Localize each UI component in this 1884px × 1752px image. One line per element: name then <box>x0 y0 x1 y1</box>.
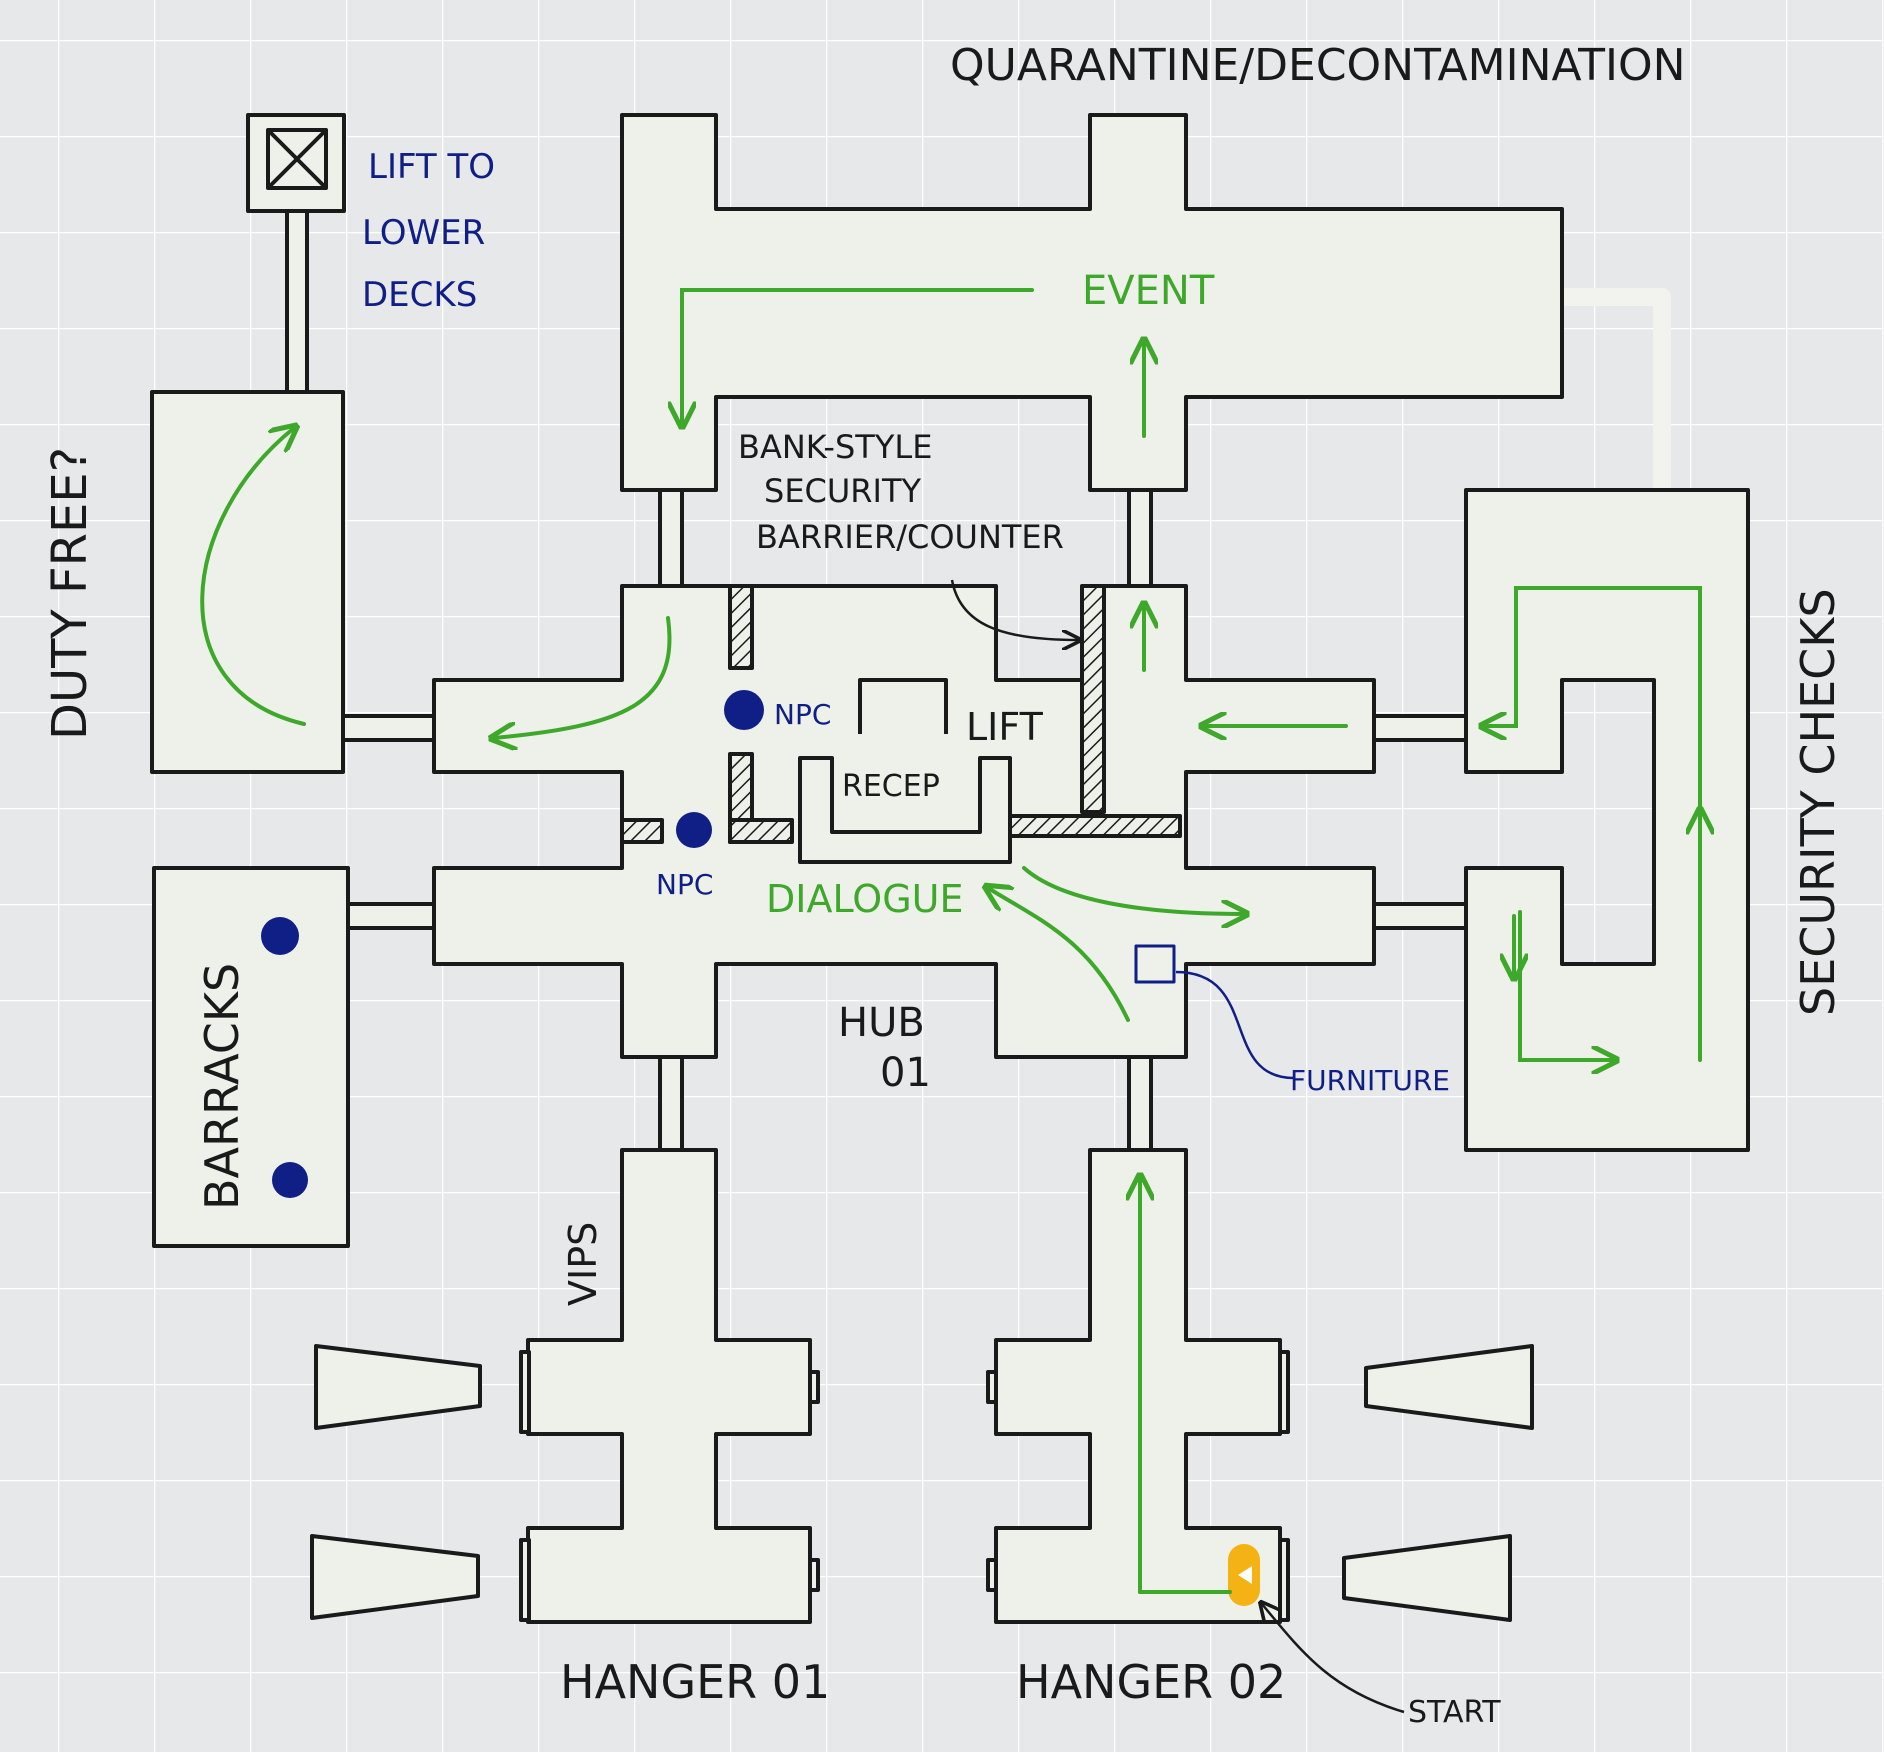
label-security-checks: SECURITY CHECKS <box>1791 588 1845 1016</box>
label-lift-lower-decks: LOWER <box>362 213 485 253</box>
furniture-icon <box>1134 944 1176 984</box>
room-barracks <box>152 866 350 1248</box>
corridor-security-bottom <box>1369 902 1470 930</box>
label-npc: NPC <box>774 698 831 731</box>
label-duty-free: DUTY FREE? <box>42 447 98 740</box>
label-bank-security: BARRIER/COUNTER <box>756 518 1064 556</box>
reception-desk <box>798 756 1012 864</box>
path-arrow <box>988 888 1130 1022</box>
hanger-01-door-1 <box>519 1350 531 1434</box>
corridor-barracks <box>343 902 436 930</box>
corridor-quarantine-right <box>1127 488 1153 592</box>
label-hanger-02: HANGER 02 <box>1016 1655 1286 1709</box>
lift-shaft <box>858 678 948 734</box>
path-arrow <box>200 428 306 726</box>
label-npc: NPC <box>656 868 713 901</box>
corridor-quarantine-left <box>658 488 684 592</box>
label-hanger-01: HANGER 01 <box>560 1655 830 1709</box>
label-bank-security: SECURITY <box>764 472 922 510</box>
leader-line <box>1262 1604 1405 1714</box>
start-direction-icon <box>1238 1566 1252 1584</box>
faint-connector <box>1562 288 1671 490</box>
npc-marker <box>261 917 299 955</box>
label-start: START <box>1408 1695 1501 1730</box>
ship-icon <box>314 1344 482 1430</box>
room-quarantine <box>620 113 1564 492</box>
leader-line <box>950 579 1078 640</box>
path-arrow <box>682 288 1034 424</box>
lift-cross-icon <box>268 130 326 188</box>
npc-marker <box>676 812 712 848</box>
label-vips: VIPS <box>561 1222 605 1306</box>
path-arrow <box>1518 910 1614 1060</box>
hanger-02-door-2 <box>1278 1538 1290 1622</box>
label-hub: HUB <box>838 1000 925 1046</box>
label-bank-security: BANK-STYLE <box>738 428 932 466</box>
label-event: EVENT <box>1082 268 1215 314</box>
security-barrier <box>620 818 664 844</box>
corridor-lift <box>285 207 309 394</box>
label-furniture: FURNITURE <box>1290 1064 1450 1097</box>
label-dialogue: DIALOGUE <box>766 877 963 921</box>
leader-line <box>1175 970 1295 1080</box>
ship-icon <box>1342 1534 1512 1622</box>
hanger-02-door-4 <box>986 1558 998 1592</box>
room-duty-free <box>150 390 345 774</box>
corridor-duty-free <box>338 714 436 742</box>
room-security-checks <box>1464 488 1750 1152</box>
corridor-security-top <box>1369 714 1470 742</box>
hanger-01-door-3 <box>808 1370 820 1404</box>
corridor-hanger-02 <box>1127 1053 1153 1152</box>
lift-icon <box>266 128 328 190</box>
hanger-02-door-1 <box>1278 1350 1290 1434</box>
ship-icon <box>1364 1344 1534 1430</box>
npc-marker <box>272 1162 308 1198</box>
hanger-02-door-3 <box>986 1370 998 1404</box>
label-lift-lower-decks: DECKS <box>362 275 477 315</box>
path-arrow <box>494 616 672 738</box>
corridor-hanger-01 <box>658 1053 684 1152</box>
path-arrow <box>1484 586 1702 814</box>
label-hub: 01 <box>880 1050 931 1096</box>
label-lift: LIFT <box>966 705 1044 749</box>
label-barracks: BARRACKS <box>195 963 249 1210</box>
label-quarantine: QUARANTINE/DECONTAMINATION <box>950 40 1686 91</box>
security-barrier <box>728 818 794 844</box>
hanger-01-door-4 <box>808 1558 820 1592</box>
ship-icon <box>310 1534 480 1620</box>
hanger-01-door-2 <box>519 1538 531 1622</box>
security-barrier-counter <box>1080 584 1106 814</box>
label-lift-lower-decks: LIFT TO <box>368 147 495 187</box>
path-arrow <box>1022 866 1244 914</box>
security-barrier <box>728 584 754 670</box>
label-recep: RECEP <box>842 769 940 804</box>
security-barrier-counter <box>1004 814 1182 838</box>
npc-marker <box>724 690 764 730</box>
